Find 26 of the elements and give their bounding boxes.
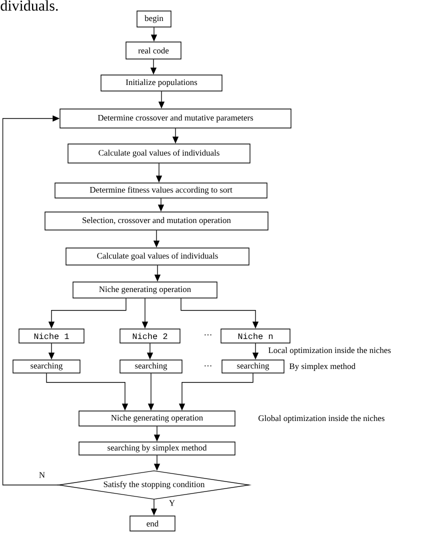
process-box: Niche n [220, 328, 290, 344]
ellipsis: ··· [204, 334, 212, 336]
terminal-box: begin [136, 10, 172, 28]
process-box: Selection, crossover and mutation operation [44, 212, 268, 230]
process-box: Niche generating operation [78, 410, 236, 426]
process-box: Determine fitness values according to sort [54, 182, 268, 198]
ellipsis: ··· [204, 365, 212, 366]
annotation-text: Local optimization inside the niches [268, 347, 391, 355]
edge-label: Y [169, 500, 175, 506]
process-box: searching by simplex method [78, 442, 236, 456]
process-box: Calculate goal values of individuals [66, 248, 250, 266]
process-box: real code [126, 42, 182, 60]
process-box: Niche generating operation [72, 282, 218, 298]
process-box: searching [120, 360, 182, 374]
text-fragment: dividuals. [0, 0, 58, 11]
process-box: searching [222, 360, 284, 374]
annotation-text: Global optimization inside the niches [258, 415, 384, 423]
annotation-text: By simplex method [289, 363, 356, 371]
process-box: Niche 2 [120, 328, 180, 344]
process-box: Niche 1 [18, 328, 84, 344]
edge-label: N [39, 472, 45, 478]
terminal-box: end [130, 516, 176, 532]
process-box: Determine crossover and mutative parameters [60, 108, 292, 128]
process-box: Calculate goal values of individuals [68, 144, 250, 164]
process-box: searching [12, 360, 80, 374]
process-box: Initialize populations [100, 74, 222, 92]
